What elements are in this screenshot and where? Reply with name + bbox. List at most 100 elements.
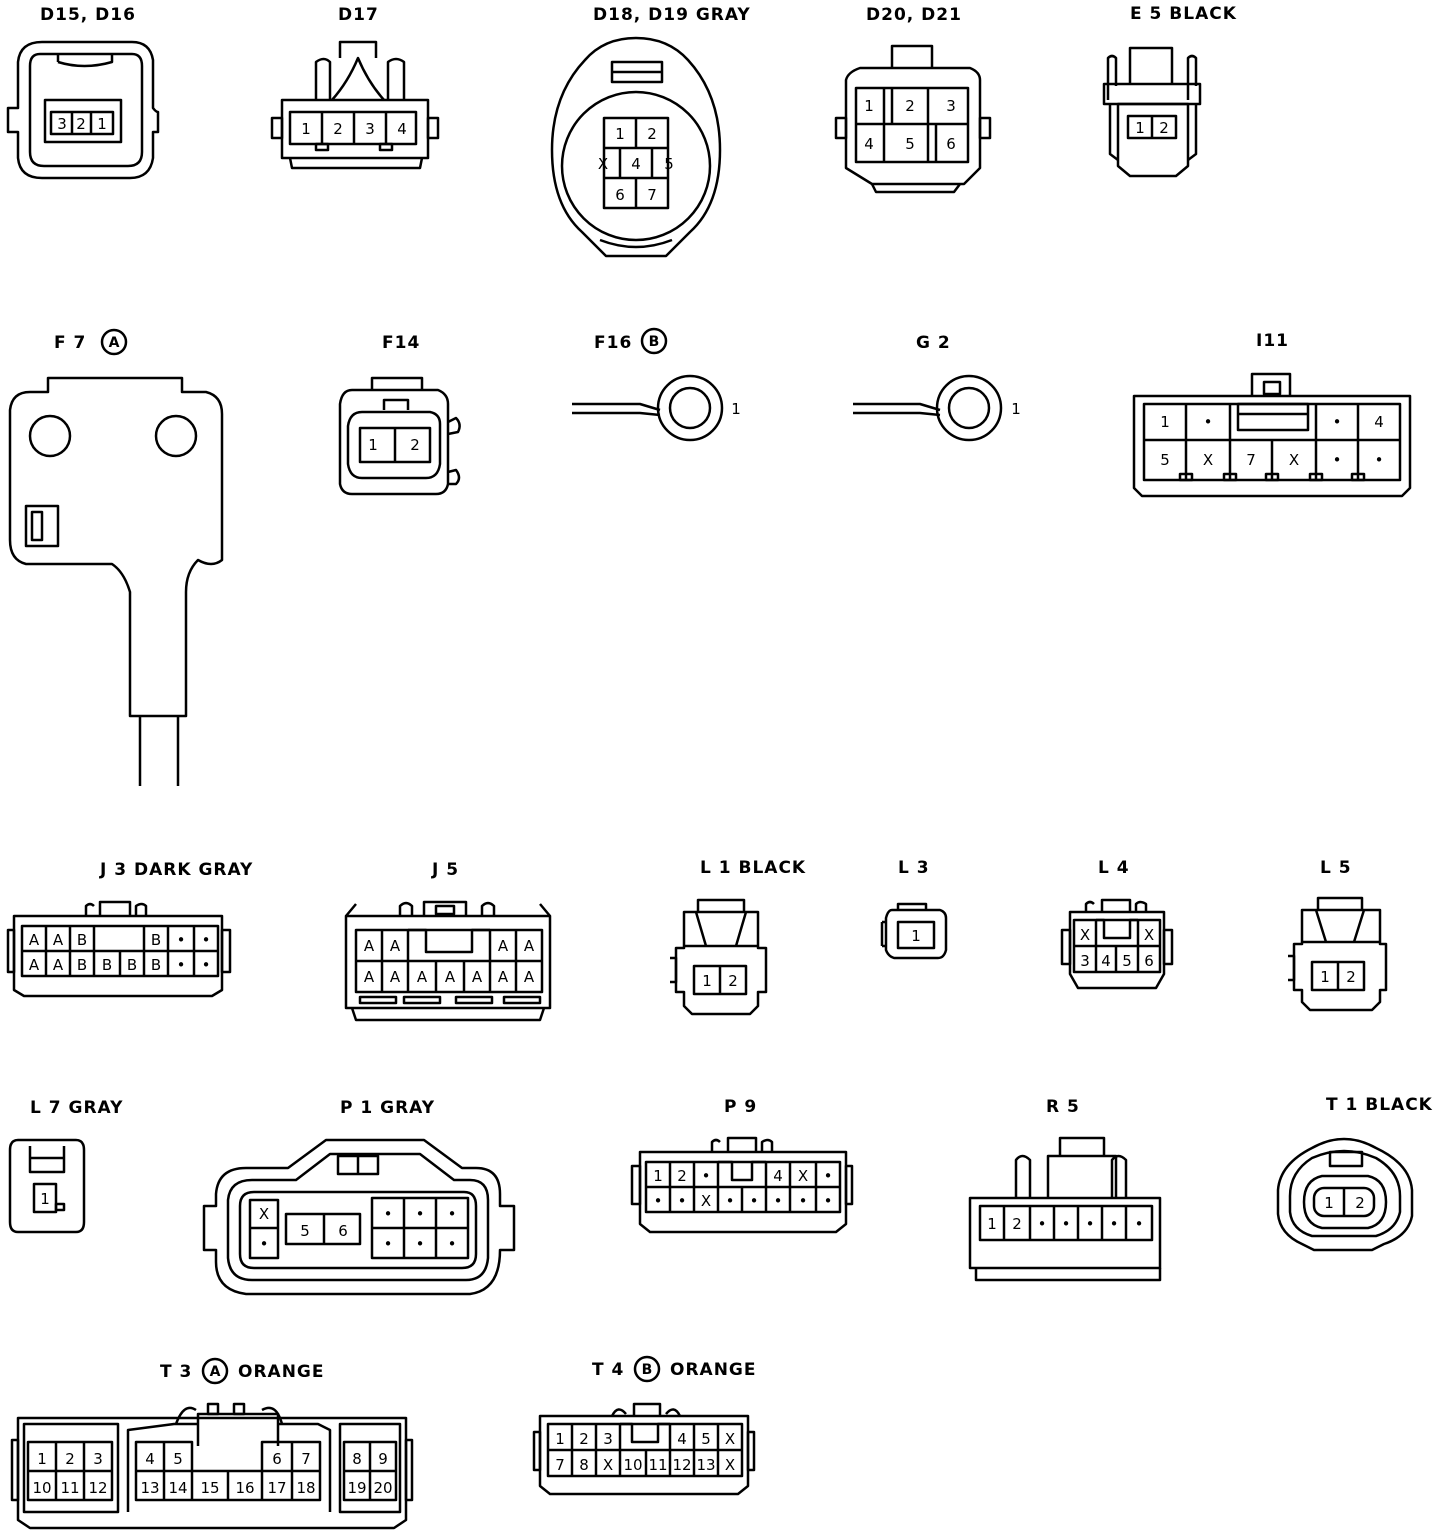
pin-label: 19	[347, 1479, 366, 1497]
pin-label: 2	[677, 1167, 687, 1185]
connector-label: P 1 GRAY	[340, 1098, 435, 1118]
pin-label: A	[445, 968, 456, 986]
connector-p1: P 1 GRAY X • 5 6 • • • • • •	[202, 1098, 516, 1296]
pin-label: X	[603, 1456, 613, 1474]
pin-label: 5	[905, 135, 915, 153]
pin-label: A	[364, 937, 375, 955]
pin-label: •	[678, 1192, 687, 1210]
connector-label: T 3	[160, 1362, 192, 1382]
pin-label: 6	[615, 186, 625, 204]
pin-label: 10	[32, 1479, 51, 1497]
connector-j5: J 5 A A A A A A A A A A A	[344, 860, 552, 1022]
pin-label: A	[29, 956, 40, 974]
connector-l4: L 4 X X 3 4 5 6	[1060, 858, 1174, 990]
connector-p9: P 9 1 2 • 4 X • • • X • • • • •	[630, 1097, 854, 1234]
pin-label: 4	[631, 155, 641, 173]
pin-label: 1	[987, 1215, 997, 1233]
pin-label: 4	[1374, 413, 1384, 431]
pin-label: 7	[555, 1456, 565, 1474]
pin-label: 12	[88, 1479, 107, 1497]
connector-label: E 5 BLACK	[1130, 4, 1237, 24]
pin-label: 1	[702, 972, 712, 990]
pin-label: 5	[1122, 952, 1132, 970]
pin-label: 7	[647, 186, 657, 204]
pin-label: 4	[864, 135, 874, 153]
connector-label: F14	[382, 333, 420, 353]
connector-label: R 5	[1046, 1097, 1080, 1117]
pin-label: X	[725, 1456, 735, 1474]
pin-label: 14	[168, 1479, 187, 1497]
pin-label: 9	[378, 1450, 388, 1468]
pin-label: X	[598, 155, 608, 173]
pin-label: 1	[40, 1190, 50, 1208]
pin-label: 4	[145, 1450, 155, 1468]
pin-label: •	[1204, 413, 1213, 431]
pin-label: •	[448, 1235, 457, 1253]
connector-l5: L 5 1 2	[1288, 858, 1388, 1012]
pin-label: •	[416, 1235, 425, 1253]
connector-label: D18, D19 GRAY	[593, 5, 751, 25]
pin-label: A	[364, 968, 375, 986]
connector-j3: J 3 DARK GRAY A A B B • • A A B B B B • …	[6, 860, 253, 998]
pin-label: 2	[647, 125, 657, 143]
pin-label: 3	[946, 97, 956, 115]
connector-f14: F14 1 2	[338, 333, 461, 496]
connector-label: F 7	[54, 333, 86, 353]
pin-label: X	[1203, 451, 1213, 469]
circled-letter: A	[210, 1364, 221, 1380]
pin-label: 8	[579, 1456, 589, 1474]
pin-label: 5	[300, 1222, 310, 1240]
connector-label: L 5	[1320, 858, 1352, 878]
pin-label: 6	[272, 1450, 282, 1468]
connector-label: G 2	[916, 333, 951, 353]
connector-label: D15, D16	[40, 5, 136, 25]
pin-label: A	[390, 937, 401, 955]
pin-label: 10	[623, 1456, 642, 1474]
pin-label: 15	[200, 1479, 219, 1497]
connector-r5: R 5 1 2 • • • • •	[968, 1097, 1162, 1282]
circled-letter: B	[642, 1362, 653, 1378]
connector-i11: I11 1 • • 4 5 X 7 X • •	[1132, 331, 1412, 498]
pin-label: 1	[1320, 968, 1330, 986]
color-word: ORANGE	[238, 1362, 325, 1382]
pin-label: •	[726, 1192, 735, 1210]
pin-label: A	[53, 956, 64, 974]
pin-label: •	[177, 956, 186, 974]
pin-label: •	[384, 1205, 393, 1223]
circled-letter: A	[109, 335, 120, 351]
pin-label: •	[1333, 451, 1342, 469]
pin-label: •	[1110, 1215, 1119, 1233]
pin-label: 7	[301, 1450, 311, 1468]
pin-label: B	[102, 956, 112, 974]
connector-label: F16	[594, 333, 632, 353]
connector-d15-d16: D15, D16 3 2 1	[6, 5, 160, 180]
pin-label: A	[524, 968, 535, 986]
pin-label: 7	[1246, 451, 1256, 469]
pin-label: •	[1375, 451, 1384, 469]
pin-label: B	[77, 956, 87, 974]
pin-label: A	[29, 931, 40, 949]
pin-label: 1	[911, 927, 921, 945]
circled-marker	[201, 1357, 229, 1385]
pin-label: 4	[1101, 952, 1111, 970]
connector-label: T 1 BLACK	[1326, 1095, 1433, 1115]
pin-label: X	[1080, 926, 1090, 944]
connector-label: L 1 BLACK	[700, 858, 806, 878]
pin-label: •	[260, 1235, 269, 1253]
pin-label: 16	[235, 1479, 254, 1497]
pin-label: 8	[352, 1450, 362, 1468]
pin-label: •	[202, 931, 211, 949]
pin-label: A	[390, 968, 401, 986]
pin-label: 2	[728, 972, 738, 990]
pin-label: 1	[731, 400, 741, 418]
pin-label: 4	[677, 1430, 687, 1448]
pin-label: X	[259, 1205, 269, 1223]
connector-label: J 3 DARK GRAY	[99, 860, 253, 880]
pin-label: •	[1333, 413, 1342, 431]
pin-label: 1	[555, 1430, 565, 1448]
pin-label: 6	[1144, 952, 1154, 970]
pin-label: 1	[1011, 400, 1021, 418]
pin-label: 5	[701, 1430, 711, 1448]
pin-label: 1	[97, 115, 107, 133]
pin-label: •	[416, 1205, 425, 1223]
